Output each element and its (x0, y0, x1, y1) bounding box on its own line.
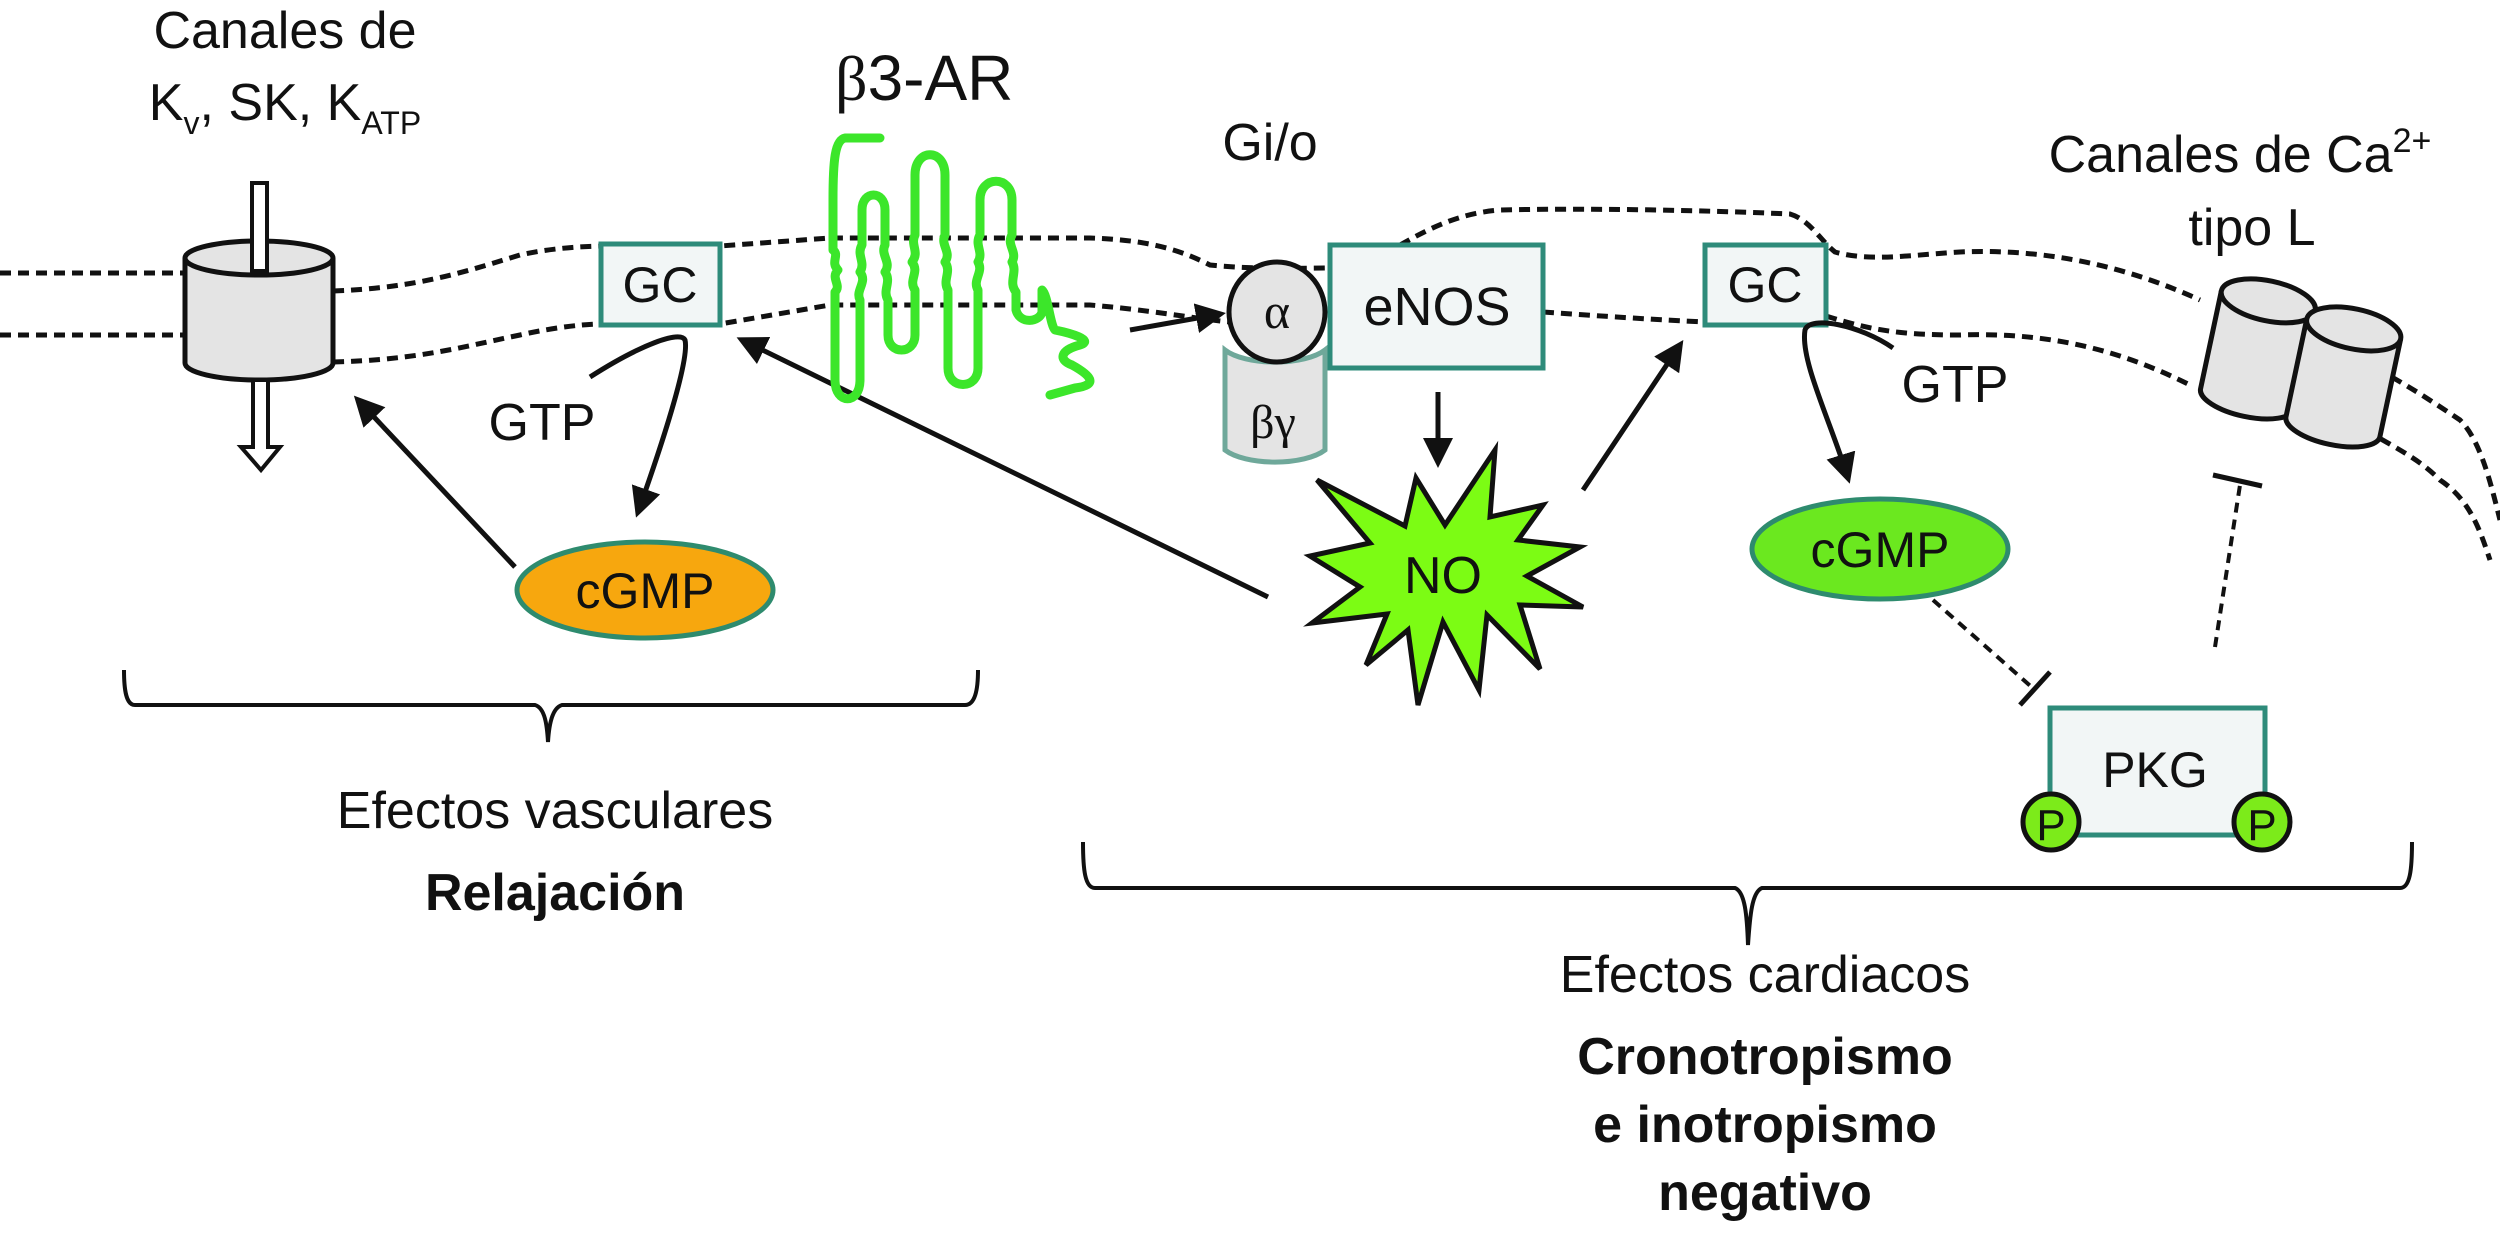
pkg-box: PKG (2047, 705, 2268, 838)
no-to-gc-right-arrow (1580, 340, 1684, 492)
cgmp-left-ellipse: cGMP (514, 539, 776, 641)
svg-text:GC: GC (1728, 257, 1803, 313)
beta3-ar-label: β3-AR (835, 42, 1013, 114)
cardiac-effects-outcome-line2: e inotropismo (1593, 1096, 1937, 1154)
receptor-to-galpha-arrow (1129, 303, 1226, 333)
g-alpha-subunit: α (1226, 259, 1328, 365)
phospho-left-badge: P (2020, 791, 2082, 853)
membrane-upper-line (0, 206, 2500, 521)
svg-text:cGMP: cGMP (576, 563, 715, 619)
vascular-effects-heading: Efectos vasculares (337, 782, 773, 840)
gtp-right-label: GTP (1902, 356, 2009, 414)
nitric-oxide-burst: NO (1303, 440, 1589, 706)
cgmp-right-ellipse: cGMP (1749, 496, 2011, 602)
vascular-effects-outcome: Relajación (425, 864, 685, 922)
pkg-to-ca-channel-inhibition (2212, 472, 2263, 648)
gc-left-box: GC (598, 241, 723, 328)
svg-text:P: P (2247, 801, 2276, 850)
gc-right-box: GC (1702, 242, 1829, 328)
ca-channels-label-line2: tipo L (2188, 199, 2315, 257)
svg-text:NO: NO (1404, 547, 1482, 605)
k-channels-label-line1: Canales de (153, 2, 416, 60)
cardiac-effects-outcome-line1: Cronotropismo (1577, 1028, 1953, 1086)
beta3-receptor-icon (828, 133, 1095, 404)
cardiac-effects-heading: Efectos cardiacos (1560, 946, 1970, 1004)
g-beta-gamma-subunit: βγ (1222, 344, 1328, 465)
no-to-gc-left-arrow (736, 337, 1270, 600)
svg-text:eNOS: eNOS (1363, 277, 1510, 337)
cell-membrane (0, 206, 2500, 561)
cgmp-to-pkg-inhibition (1931, 598, 2052, 707)
svg-text:βγ: βγ (1250, 396, 1296, 449)
gtp-to-cgmp-right-arrow (1801, 320, 1895, 484)
membrane-lower-line (0, 302, 2493, 561)
cardiac-effects-outcome-line3: negativo (1658, 1164, 1872, 1222)
svg-text:α: α (1264, 283, 1290, 339)
vascular-effects-bracket (122, 669, 980, 743)
svg-text:cGMP: cGMP (1811, 522, 1950, 578)
cardiac-effects-bracket (1081, 841, 2414, 946)
svg-text:GC: GC (623, 257, 698, 313)
svg-text:P: P (2036, 801, 2065, 850)
ca-channels-label-line1: Canales de Ca2+ (2049, 122, 2432, 184)
gtp-left-label: GTP (489, 394, 596, 452)
k-channels-label-line2: Kv, SK, KATP (149, 74, 421, 141)
cgmp-to-k-channel-arrow (353, 395, 517, 569)
enos-box: eNOS (1327, 242, 1546, 371)
ca-channel-icon-2 (2283, 304, 2404, 450)
gtp-to-cgmp-left-arrow (588, 334, 689, 518)
phospho-right-badge: P (2231, 791, 2293, 853)
svg-text:PKG: PKG (2102, 742, 2208, 798)
k-channel-icon (182, 181, 336, 474)
gio-label: Gi/o (1222, 114, 1317, 172)
